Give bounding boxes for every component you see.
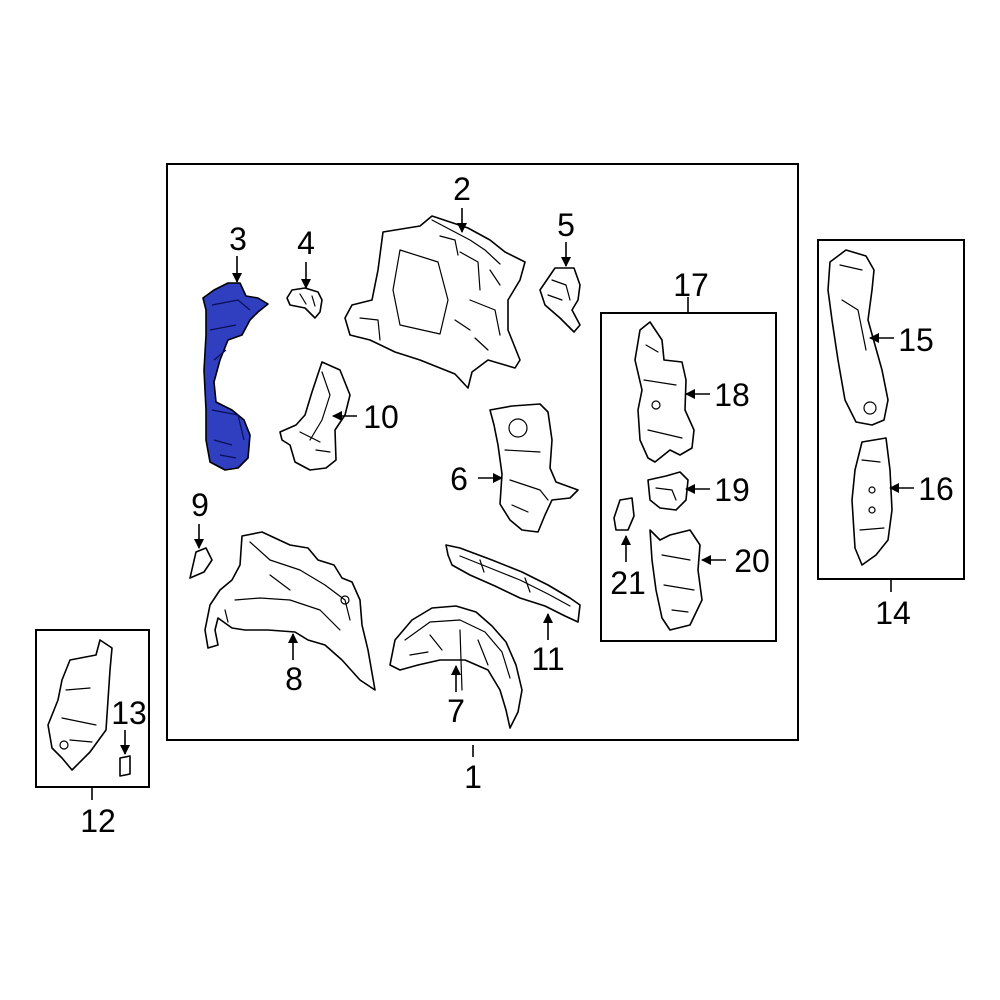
callout-3[interactable]: 3 — [229, 221, 247, 257]
part-2-inner-quarter-panel[interactable] — [344, 215, 526, 389]
part-3-highlighted-reinforcement[interactable] — [202, 282, 269, 471]
leader-lines — [91, 208, 914, 800]
part-8-inner-wheelhouse[interactable] — [204, 531, 376, 691]
callout-6[interactable]: 6 — [450, 461, 468, 497]
callout-5[interactable]: 5 — [557, 207, 575, 243]
part-9-tab[interactable] — [189, 547, 213, 579]
part-20-lower-pillar[interactable] — [649, 529, 703, 631]
part-6-wheelhouse-bracket[interactable] — [489, 403, 579, 533]
part-7-outer-wheelhouse[interactable] — [389, 605, 523, 729]
part-5-bracket[interactable] — [539, 267, 581, 333]
part-15-pillar-outer[interactable] — [827, 249, 889, 426]
callout-9[interactable]: 9 — [191, 487, 209, 523]
callout-17[interactable]: 17 — [673, 267, 709, 303]
callout-10[interactable]: 10 — [363, 399, 399, 435]
part-10-brace[interactable] — [279, 361, 351, 471]
callout-18[interactable]: 18 — [714, 377, 750, 413]
part-21-clip[interactable] — [613, 497, 635, 531]
callout-15[interactable]: 15 — [898, 322, 934, 358]
group-box-1 — [166, 163, 799, 741]
callout-12[interactable]: 12 — [80, 803, 116, 839]
callout-11[interactable]: 11 — [531, 641, 564, 677]
callout-8[interactable]: 8 — [285, 661, 303, 697]
part-18-pillar-panel[interactable] — [634, 321, 695, 463]
part-16-pillar-lower[interactable] — [851, 437, 893, 566]
callout-19[interactable]: 19 — [714, 472, 750, 508]
callout-14[interactable]: 14 — [875, 595, 911, 631]
part-19-bracket[interactable] — [647, 471, 689, 511]
callout-16[interactable]: 16 — [918, 471, 954, 507]
callout-2[interactable]: 2 — [453, 171, 471, 207]
callout-7[interactable]: 7 — [447, 693, 465, 729]
callout-4[interactable]: 4 — [297, 225, 315, 261]
part-12-panel[interactable] — [47, 639, 113, 771]
part-13-clip[interactable] — [119, 755, 131, 777]
part-4-bracket[interactable] — [286, 287, 323, 319]
callout-1[interactable]: 1 — [464, 759, 482, 795]
callout-21[interactable]: 21 — [610, 565, 646, 601]
part-11-rail[interactable] — [445, 544, 581, 623]
callout-20[interactable]: 20 — [734, 543, 770, 579]
callout-13[interactable]: 13 — [111, 695, 147, 731]
